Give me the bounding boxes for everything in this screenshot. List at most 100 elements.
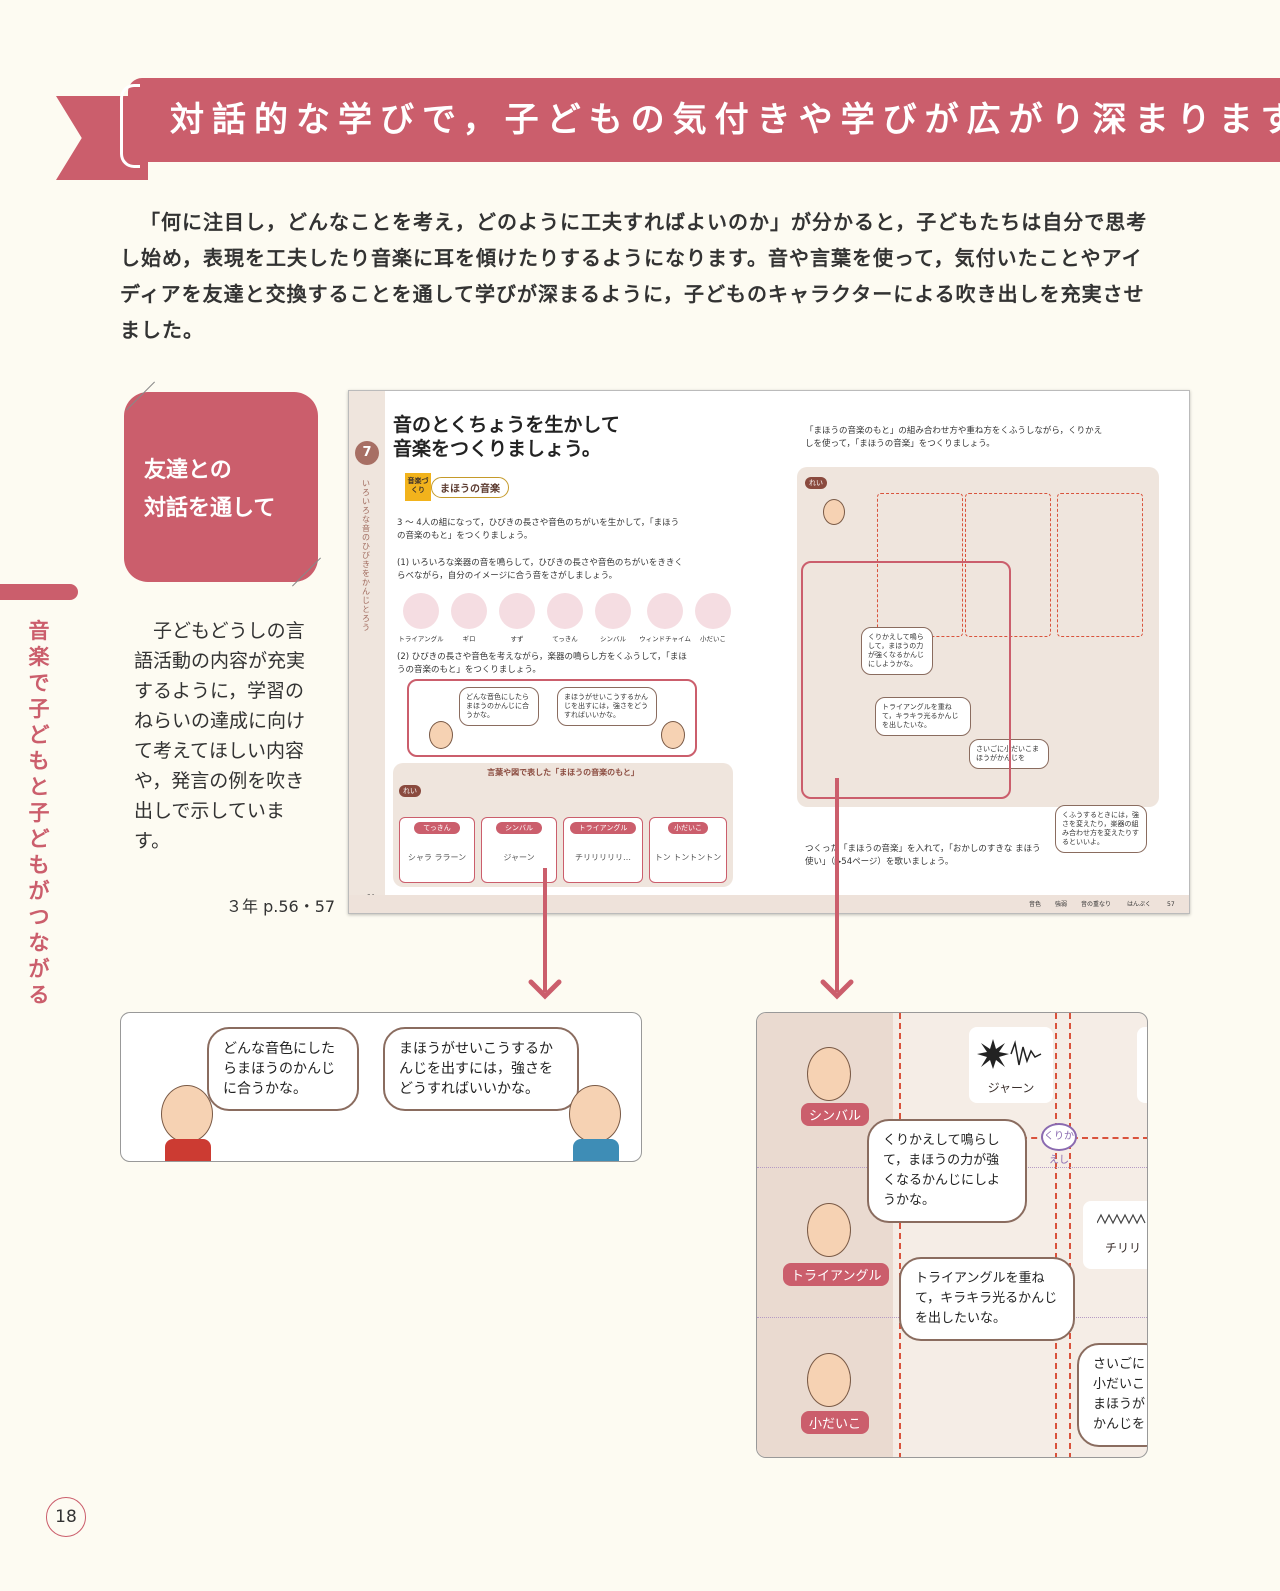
cymbal-burst-icon bbox=[977, 1039, 1042, 1069]
dialog-zoom-panel: どんな音色にしたらまほうのかんじに合うかな。 まほうがせいこうするかんじを出すに… bbox=[120, 1012, 642, 1162]
grid-zoom-panel: シンバル トライアングル 小だいこ ジャーン くりかえし くりかえして鳴らして，… bbox=[756, 1012, 1148, 1458]
dashed-group bbox=[1057, 493, 1143, 637]
triangle-wave-icon bbox=[1097, 1213, 1146, 1225]
boy-avatar bbox=[429, 721, 453, 749]
example-area: 言葉や図で表した「まほうの音楽のもと」 れい てっきん シャラ ララーン シンバ… bbox=[393, 763, 733, 887]
girl-avatar bbox=[661, 721, 685, 749]
card-sound: ジャーン bbox=[503, 853, 535, 862]
instrument-label: すず bbox=[510, 635, 524, 643]
glockenspiel-icon bbox=[547, 593, 583, 629]
zoom-bubble-3: さいごに小だいこまほうがかんじを bbox=[1077, 1343, 1147, 1447]
instrument-row: トライアングル ギロ すず てっきん シンバル ウィンドチャイム 小だいこ bbox=[389, 591, 739, 647]
drum-player-avatar bbox=[807, 1353, 851, 1407]
triangle-player-avatar bbox=[807, 1203, 851, 1257]
cymbal-sound-text: ジャーン bbox=[987, 1081, 1035, 1095]
card-label: トライアングル bbox=[570, 822, 636, 834]
page-title: 対話的な学びで，子どもの気付きや学びが広がり深まります bbox=[170, 100, 1280, 140]
mini-bubble-left: どんな音色にしたらまほうのかんじに合うかな。 bbox=[459, 687, 539, 726]
footer-tag: 音色 bbox=[1029, 901, 1042, 908]
sub1-text: (1) いろいろな楽器の音を鳴らして，ひびきの長さや音色のちがいをききくらべなが… bbox=[397, 558, 683, 581]
sub2-text: (2) ひびきの長さや音色を考えながら，楽器の鳴らし方をくふうして，「まほうの音… bbox=[397, 652, 687, 675]
example-card: シンバル ジャーン bbox=[481, 817, 557, 883]
book-title: 音のとくちょうを生かして 音楽をつくりましょう。 bbox=[393, 413, 620, 461]
card-sound: トン トントントン bbox=[654, 853, 722, 862]
zoom-bubble-1: くりかえして鳴らして，まほうの力が強くなるかんじにしようかな。 bbox=[867, 1119, 1027, 1223]
example-card: 小だいこ トン トントントン bbox=[649, 817, 727, 883]
example-card: てっきん シャラ ララーン bbox=[399, 817, 475, 883]
grid-bubble-1: くりかえして鳴らして，まほうの力が強くなるかんじにしようかな。 bbox=[861, 627, 933, 675]
row-label-drum: 小だいこ bbox=[801, 1411, 870, 1434]
footer-tag: 強弱 bbox=[1055, 901, 1068, 908]
grid-example-tag: れい bbox=[805, 477, 827, 489]
book-title-line2: 音楽をつくりましょう。 bbox=[393, 438, 601, 460]
instrument-label: 小だいこ bbox=[700, 635, 726, 643]
triangle-icon bbox=[403, 593, 439, 629]
step3-text: つくった「まほうの音楽」を入れて，「おかしのすきな まほう使い」（▶54ページ）… bbox=[805, 844, 1041, 867]
card-label: てっきん bbox=[414, 822, 460, 834]
instrument-label: ウィンドチャイム bbox=[639, 635, 691, 643]
instrument-label: シンバル bbox=[600, 635, 626, 643]
bells-icon bbox=[499, 593, 535, 629]
step2-text: 「まほうの音楽のもと」の組み合わせ方や重ね方をくふうしながら，くりかえしを使って… bbox=[805, 426, 1103, 449]
grid-bubble-2: トライアングルを重ねて，キラキラ光るかんじを出したいな。 bbox=[875, 697, 971, 736]
section-tag: 友達との 対話を通して bbox=[124, 392, 318, 582]
card-label: 小だいこ bbox=[668, 822, 708, 834]
zoom-bubble-2: トライアングルを重ねて，キラキラ光るかんじを出したいな。 bbox=[899, 1257, 1075, 1341]
section-tag-line2: 対話を通して bbox=[144, 496, 276, 521]
speech-bubble-left: どんな音色にしたらまほうのかんじに合うかな。 bbox=[207, 1027, 359, 1111]
cymbal-player-avatar bbox=[807, 1047, 851, 1101]
music-making-badge: 音楽づくり bbox=[405, 473, 431, 501]
zoom-dash-v3 bbox=[1069, 1013, 1071, 1457]
snare-drum-icon bbox=[695, 593, 731, 629]
arrow-head-left bbox=[528, 979, 562, 1000]
book-footer: 音色 強弱 音の重なり はんぷく 57 bbox=[349, 895, 1189, 913]
zoom-dash-v1 bbox=[899, 1013, 901, 1457]
dialog-highlight-box: どんな音色にしたらまほうのかんじに合うかな。 まほうがせいこうするかんじを出すに… bbox=[407, 679, 697, 757]
mini-bubble-right: まほうがせいこうするかんじを出すには，強さをどうすればいいかな。 bbox=[557, 687, 657, 726]
footer-tag: はんぷく bbox=[1127, 901, 1152, 908]
topic-pill: まほうの音楽 bbox=[431, 477, 509, 498]
example-card: トライアングル チリリリリリ… bbox=[563, 817, 643, 883]
arrow-head-right bbox=[820, 979, 854, 1000]
dashed-group bbox=[965, 493, 1051, 637]
side-tab bbox=[0, 584, 78, 600]
card-label: シンバル bbox=[496, 822, 542, 834]
cymbal-sound-card-cut bbox=[1137, 1027, 1147, 1103]
arrow-line-right bbox=[835, 778, 839, 992]
book-spine bbox=[349, 391, 385, 913]
description-text: 子どもどうしの言語活動の内容が充実するように，学習のねらいの達成に向けて考えてほ… bbox=[134, 620, 306, 852]
page-reference: ３年 p.56・57 bbox=[226, 897, 336, 916]
footer-tag: 音の重なり bbox=[1081, 901, 1112, 908]
zoom-dash-v2 bbox=[1055, 1013, 1057, 1457]
speech-bubble-right: まほうがせいこうするかんじを出すには，強さをどうすればいいかな。 bbox=[383, 1027, 579, 1111]
intro-paragraph: 「何に注目し，どんなことを考え，どのように工夫すればよいのか」が分かると，子ども… bbox=[120, 204, 1150, 348]
arrow-line-left bbox=[543, 868, 547, 992]
page-number: 18 bbox=[46, 1497, 86, 1537]
page-number-right: 57 bbox=[1167, 901, 1175, 908]
boy-avatar-large bbox=[161, 1085, 213, 1143]
girl-shirt bbox=[573, 1139, 619, 1161]
row-label-triangle: トライアングル bbox=[783, 1263, 890, 1286]
hint-bubble: くふうするときには，強さを変えたり，楽器の組み合わせ方を変えたりするといいよ。 bbox=[1055, 805, 1147, 853]
lesson-number: 7 bbox=[355, 441, 379, 465]
card-sound: チリリリリリ… bbox=[575, 853, 631, 862]
intro-text: 「何に注目し，どんなことを考え，どのように工夫すればよいのか」が分かると，子ども… bbox=[120, 210, 1148, 342]
instrument-label: てっきん bbox=[552, 635, 578, 643]
boy-shirt bbox=[165, 1139, 211, 1161]
page-title-banner: 対話的な学びで，子どもの気付きや学びが広がり深まります bbox=[128, 78, 1280, 162]
glockenspiel-player bbox=[823, 499, 845, 525]
wind-chime-icon bbox=[647, 593, 683, 629]
arrangement-grid: れい くりかえして鳴らして，まほうの力が強くなるかんじにしようかな。 トライアン… bbox=[797, 467, 1159, 807]
book-title-line1: 音のとくちょうを生かして bbox=[393, 414, 620, 436]
cymbal-icon bbox=[595, 593, 631, 629]
banner-outline bbox=[120, 84, 140, 168]
spine-text: いろいろな音のひびきをかんじとろう bbox=[362, 479, 370, 632]
card-sound: シャラ ララーン bbox=[407, 853, 467, 862]
row-label-cymbal: シンバル bbox=[801, 1103, 870, 1126]
repeat-marker: くりかえし bbox=[1041, 1123, 1077, 1166]
step1-text: 3 〜 4人の組になって，ひびきの長さや音色のちがいを生かして，「まほうの音楽の… bbox=[397, 518, 680, 541]
triangle-sound-text: チリリ bbox=[1105, 1241, 1142, 1255]
section-tag-line1: 友達との bbox=[144, 458, 232, 483]
example-title: 言葉や図で表した「まほうの音楽のもと」 bbox=[487, 768, 639, 777]
grid-highlight-box bbox=[801, 561, 1011, 799]
